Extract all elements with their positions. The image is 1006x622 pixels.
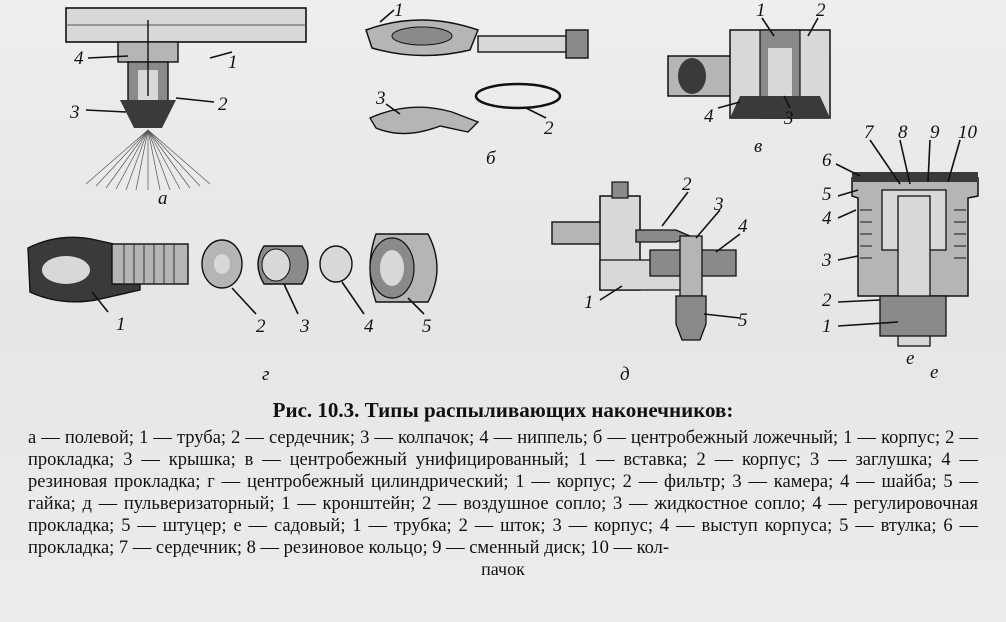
panel-a-part-1: 1	[228, 52, 238, 73]
panel-d-part-2: 2	[682, 174, 692, 195]
panel-d-label: д	[620, 364, 630, 385]
panel-v-part-2: 2	[816, 0, 826, 21]
panel-e-axis-letter: е	[906, 348, 914, 369]
panel-a-part-3: 3	[69, 102, 80, 123]
panel-a-drawing	[65, 7, 307, 191]
panel-v-drawing	[667, 17, 831, 119]
panel-a-part-4: 4	[74, 48, 84, 69]
panel-e-part-6: 6	[822, 150, 832, 171]
panel-e-drawing	[835, 139, 979, 347]
figure-legend: а — полевой; 1 — труба; 2 — сердечник; 3…	[28, 428, 978, 581]
panel-d-part-1: 1	[584, 292, 594, 313]
panel-b-part-3: 3	[375, 88, 386, 109]
legend-body: а — полевой; 1 — труба; 2 — сердечник; 3…	[28, 428, 978, 558]
nozzle-figure: 4 1 3 2 а 1 3 2 б 1 2 4 3 в	[27, 0, 979, 385]
panel-e-part-10: 10	[958, 122, 978, 143]
panel-g-part-1: 1	[116, 314, 126, 335]
panel-g-part-5: 5	[422, 316, 432, 337]
panel-e-part-3: 3	[821, 250, 832, 271]
panel-v-part-3: 3	[783, 108, 794, 129]
panel-d-drawing	[551, 181, 741, 341]
panel-b-part-2: 2	[544, 118, 554, 139]
panel-v-part-1: 1	[756, 0, 766, 21]
panel-d-part-3: 3	[713, 194, 724, 215]
legend-last-line: пачок	[481, 559, 525, 580]
panel-g-part-3: 3	[299, 316, 310, 337]
panel-v-part-4: 4	[704, 106, 714, 127]
panel-e-part-7: 7	[864, 122, 875, 143]
panel-g-drawing	[27, 233, 438, 315]
panel-d-part-5: 5	[738, 310, 748, 331]
panel-e-part-9: 9	[930, 122, 940, 143]
panel-e-label: е	[930, 362, 938, 383]
panel-b-part-1: 1	[394, 0, 404, 21]
panel-d-part-4: 4	[738, 216, 748, 237]
panel-e-part-5: 5	[822, 184, 832, 205]
panel-g-part-4: 4	[364, 316, 374, 337]
panel-g-label: г	[262, 364, 269, 385]
panel-e-part-4: 4	[822, 208, 832, 229]
panel-a-part-2: 2	[218, 94, 228, 115]
figure-caption: Рис. 10.3. Типы распыливающих наконечник…	[272, 398, 734, 422]
panel-a-label: а	[158, 188, 168, 209]
panel-g-part-2: 2	[256, 316, 266, 337]
panel-e-part-8: 8	[898, 122, 908, 143]
panel-e-part-2: 2	[822, 290, 832, 311]
panel-b-label: б	[486, 148, 497, 169]
panel-b-drawing	[365, 9, 589, 135]
panel-v-label: в	[754, 136, 762, 157]
panel-e-part-1: 1	[822, 316, 832, 337]
